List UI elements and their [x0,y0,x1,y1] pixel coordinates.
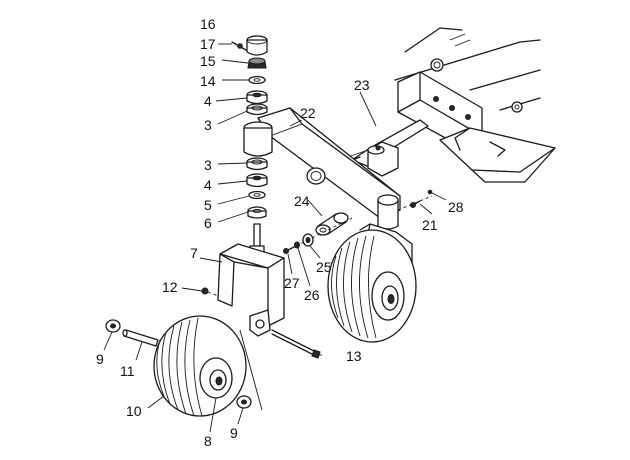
foot-plate [439,127,556,183]
leader-lines [103,43,447,433]
callout-27: 27 [284,275,300,291]
callout-26: 26 [304,287,320,303]
callout-25: 25 [316,259,332,275]
parts-21-28-hardware [397,189,433,211]
frame-bracket [397,71,483,147]
callout-14: 14 [200,73,216,89]
callout-5: 5 [204,197,212,213]
callout-10: 10 [126,403,142,419]
part-12-bolt [201,287,219,297]
callout-24: 24 [294,193,310,209]
spindle-stack-upper [231,35,268,116]
callout-12: 12 [162,279,178,295]
callout-16: 16 [200,16,216,32]
callout-13: 13 [346,348,362,364]
callout-9-left: 9 [96,351,104,367]
callout-28: 28 [448,199,464,215]
callout-23: 23 [354,77,370,93]
parts-24-27-bushings [283,212,353,254]
callout-9-right: 9 [230,425,238,441]
callout-15: 15 [200,53,216,69]
part-9-washers [105,319,252,409]
callout-labels: 16 17 15 14 4 3 22 23 3 4 5 6 24 28 21 7… [96,16,464,449]
part-11-axle [122,329,159,347]
right-caster-wheel [327,223,417,343]
spindle-stack-lower [246,157,268,219]
callout-4-upper: 4 [204,93,212,109]
callout-21: 21 [422,217,438,233]
callout-11: 11 [120,363,135,379]
callout-22: 22 [300,105,316,121]
callout-6: 6 [204,215,212,231]
part-13-bolt [271,329,321,359]
left-caster-wheel [153,315,263,417]
callout-3-lower: 3 [204,157,212,173]
part-7-caster-fork [217,223,285,337]
callout-7: 7 [190,245,198,261]
callout-4-lower: 4 [204,177,212,193]
part-23-pivot-bracket [339,119,429,177]
part-22-front-axle [243,107,401,230]
callout-8: 8 [204,433,212,449]
callout-3-upper: 3 [204,117,212,133]
callout-17: 17 [200,36,216,52]
